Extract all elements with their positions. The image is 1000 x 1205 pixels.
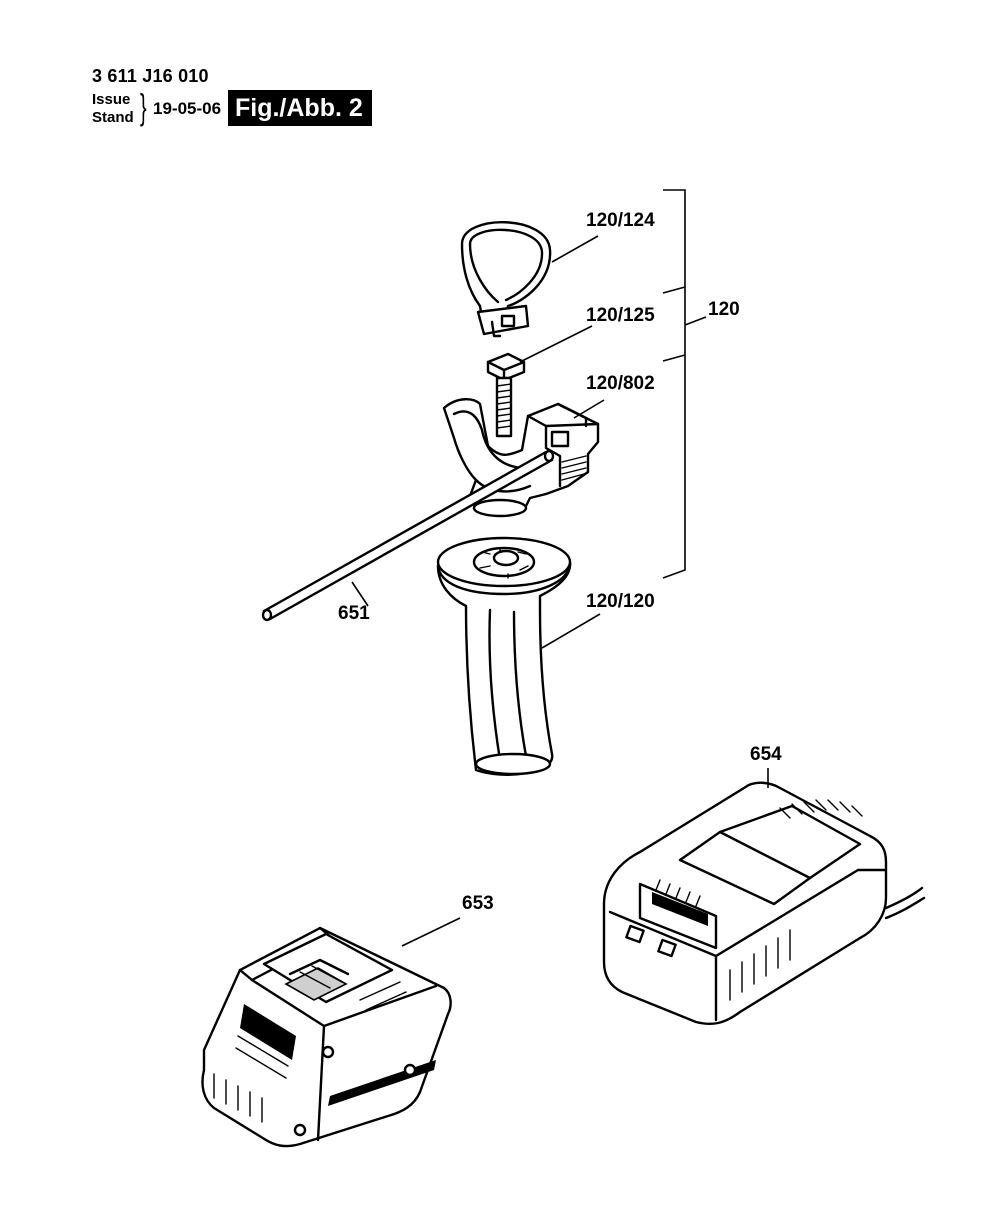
assembly-bracket-120 (662, 189, 707, 579)
leader-651 (351, 581, 369, 607)
figure-label: Fig./Abb. 2 (228, 90, 372, 126)
brace-symbol: } (140, 86, 147, 127)
document-number: 3 611 J16 010 (92, 66, 209, 86)
issue-label: Issue (92, 91, 131, 108)
leader-120-802 (573, 399, 605, 419)
part-handle-body (442, 398, 600, 518)
part-charger (602, 781, 926, 1026)
issue-date: 19-05-06 (153, 99, 222, 118)
stand-label: Stand (92, 109, 134, 126)
leader-120-125 (519, 325, 593, 363)
callout-120-120: 120/120 (586, 591, 655, 612)
part-t-bolt (486, 352, 526, 438)
callout-120-125: 120/125 (586, 305, 655, 326)
part-clamp-band (460, 221, 552, 338)
callout-120-124: 120/124 (586, 210, 655, 231)
callout-653: 653 (462, 893, 494, 914)
leader-120-120 (541, 613, 601, 649)
callout-120: 120 (708, 299, 740, 320)
leader-653 (401, 917, 461, 947)
leader-120-124 (551, 235, 599, 263)
callout-651: 651 (338, 603, 370, 624)
part-grip-handle (436, 536, 572, 776)
part-depth-rod (261, 449, 555, 622)
callout-120-802: 120/802 (586, 373, 655, 394)
part-battery-pack (201, 926, 452, 1148)
callout-654: 654 (750, 744, 782, 765)
